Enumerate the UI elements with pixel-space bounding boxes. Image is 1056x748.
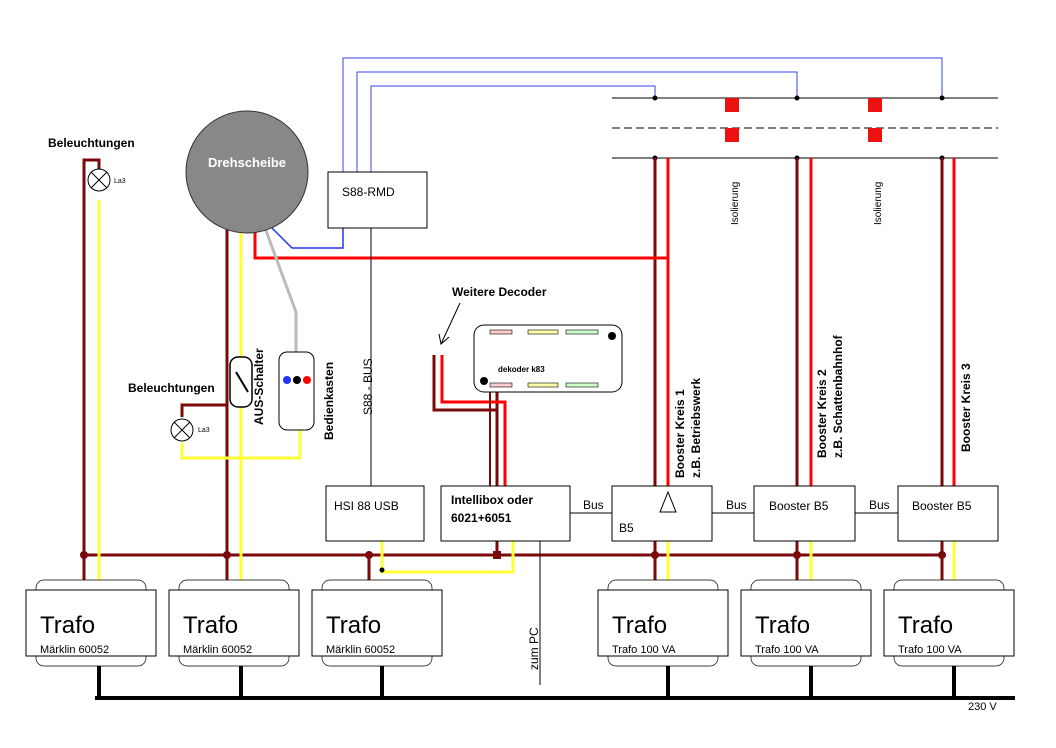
red-wires: [253, 158, 956, 490]
lamp-bottom-label: La3: [198, 427, 210, 434]
trafo-model: Märklin 60052: [183, 644, 252, 656]
b5-label: B5: [619, 521, 634, 535]
intellibox-box[interactable]: Intellibox oder 6021+6051: [440, 485, 571, 542]
circuit-2-line2: z.B. Schattenbahnhof: [831, 334, 845, 458]
intellibox-line1: Intellibox oder: [451, 493, 533, 507]
circuit-2-line1: Booster Kreis 2: [815, 369, 829, 458]
control-box-label: Bedienkasten: [322, 362, 336, 440]
trafo-title: Trafo: [755, 612, 810, 639]
off-switch[interactable]: [229, 356, 253, 408]
trafo-box: [740, 589, 872, 657]
trafo-title: Trafo: [326, 612, 381, 639]
isolation-label-1: Isolierung: [730, 182, 741, 225]
decoder-board[interactable]: dekoder k83: [473, 324, 623, 393]
lighting-bottom-label: Beleuchtungen: [128, 381, 215, 395]
trafo-title: Trafo: [183, 612, 238, 639]
isolation-markers: [725, 98, 882, 142]
bus-label-2: Bus: [726, 498, 747, 512]
grey-cable: [263, 227, 298, 352]
trafo-box: [311, 589, 443, 657]
circuit-3-line1: Booster Kreis 3: [959, 363, 973, 452]
trafo-title: Trafo: [898, 612, 953, 639]
trafo-title: Trafo: [40, 612, 95, 639]
to-pc-label: zum PC: [527, 627, 541, 670]
s88-rmd-box[interactable]: S88-RMD: [327, 171, 428, 229]
circuit-1-line2: z.B. Betriebswerk: [689, 378, 703, 478]
booster-2-box[interactable]: Booster B5: [897, 485, 999, 542]
yellow-junction: [379, 567, 385, 573]
trafo-box: [25, 589, 157, 657]
trafo-box: [168, 589, 300, 657]
trafo-box: [597, 589, 729, 657]
decoder-label: dekoder k83: [498, 365, 545, 374]
booster-2-label: Booster B5: [912, 499, 972, 513]
isolation-label-2: Isolierung: [873, 182, 884, 225]
mains-label: 230 V: [968, 701, 997, 713]
intellibox-line2: 6021+6051: [451, 511, 512, 525]
bus-junctions: [80, 551, 946, 559]
decoder-terminals-bottom: [489, 382, 599, 388]
trafo-model: Märklin 60052: [326, 644, 395, 656]
arrow-icon: [438, 302, 461, 345]
hsi-label: HSI 88 USB: [334, 499, 399, 513]
trafo-model: Trafo 100 VA: [612, 644, 676, 656]
hsi-box[interactable]: HSI 88 USB: [325, 485, 425, 542]
more-decoders-label: Weitere Decoder: [452, 285, 547, 299]
b5-box[interactable]: B5: [611, 485, 713, 542]
turntable[interactable]: Drehscheibe: [185, 110, 309, 234]
blue-cable: [271, 227, 344, 249]
feedback-wires: [342, 57, 943, 172]
circuit-1-line1: Booster Kreis 1: [673, 389, 687, 478]
s88-rmd-label: S88-RMD: [342, 185, 395, 199]
s88-bus-label: S88 - BUS: [361, 358, 375, 415]
lamp-bottom: [170, 418, 194, 442]
trafo-model: Trafo 100 VA: [898, 644, 962, 656]
lamp-top-label: La3: [114, 178, 126, 185]
trafo-box: [883, 589, 1015, 657]
lamp-top: [87, 168, 111, 192]
bus-label-1: Bus: [583, 498, 604, 512]
bus-label-3: Bus: [869, 498, 890, 512]
trafo-title: Trafo: [612, 612, 667, 639]
turntable-label: Drehscheibe: [208, 155, 286, 170]
lighting-top-label: Beleuchtungen: [48, 136, 135, 150]
control-box[interactable]: [278, 351, 315, 431]
black-wires: [370, 228, 898, 685]
booster-1-label: Booster B5: [769, 499, 829, 513]
switch-label: AUS-Schalter: [252, 348, 266, 425]
trafo-model: Trafo 100 VA: [755, 644, 819, 656]
track: [612, 97, 998, 159]
booster-1-box[interactable]: Booster B5: [753, 485, 856, 542]
trafo-model: Märklin 60052: [40, 644, 109, 656]
decoder-terminals-top: [489, 329, 599, 335]
